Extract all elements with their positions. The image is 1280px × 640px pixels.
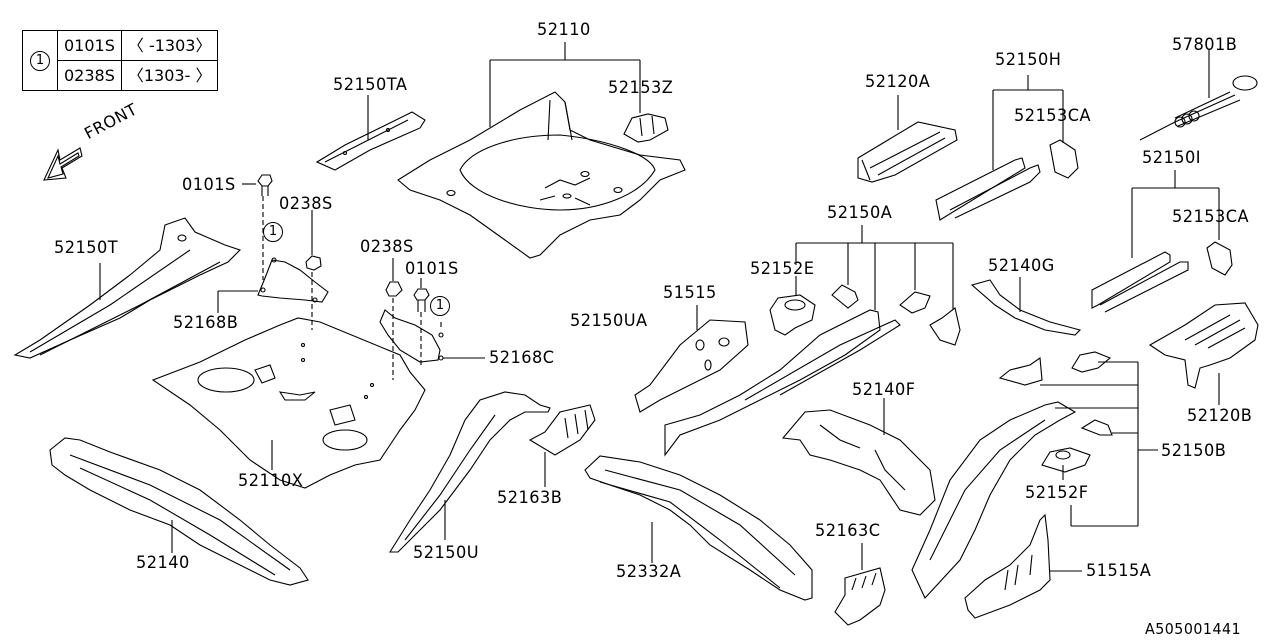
legend-part: 0101S	[57, 30, 122, 61]
part-label[interactable]: 52150H	[995, 50, 1062, 70]
part-label[interactable]: 52163C	[815, 521, 881, 541]
part-label[interactable]: 51515A	[1086, 561, 1152, 581]
part-label[interactable]: 52332A	[616, 562, 682, 582]
part-0238S-nut-right	[385, 258, 403, 380]
callout-1-icon: 1	[30, 50, 50, 71]
part-52150B-assembly	[911, 351, 1158, 599]
legend-callout-cell: 1	[22, 30, 58, 91]
part-0101S-bolt-right	[413, 278, 430, 365]
part-52150T-rail	[13, 217, 242, 359]
part-label[interactable]: 0101S	[182, 175, 236, 195]
part-label[interactable]: 52110X	[238, 471, 304, 491]
part-52120A-panel	[857, 95, 958, 183]
part-52163B-bracket	[528, 404, 596, 487]
part-51515-panel	[634, 305, 749, 413]
part-52140G-strip	[970, 277, 1082, 336]
front-arrow-icon	[43, 147, 83, 181]
part-52110X-floor-panel	[151, 317, 426, 489]
part-label[interactable]: 52140F	[852, 380, 916, 400]
part-51515A-panel	[964, 513, 1082, 619]
part-label[interactable]: 52150UA	[570, 311, 648, 331]
part-label[interactable]: 52152E	[750, 259, 815, 279]
part-52140-crossmember	[49, 437, 309, 586]
legend-range: 〈1303- 〉	[120, 60, 219, 91]
part-label[interactable]: 52153CA	[1014, 106, 1092, 126]
legend-range: 〈 -1303〉	[120, 30, 219, 61]
part-label[interactable]: 0238S	[360, 237, 414, 257]
part-52150A-assembly	[664, 225, 961, 457]
part-label[interactable]: 52168B	[173, 313, 239, 333]
part-52140F-member	[781, 398, 936, 516]
part-52153Z-bracket	[623, 113, 669, 143]
part-label[interactable]: 52110	[537, 20, 591, 40]
part-57801B-tool	[1139, 50, 1258, 141]
part-label[interactable]: 52140G	[988, 256, 1055, 276]
part-0101S-bolt-left	[242, 174, 273, 280]
part-label[interactable]: 52140	[136, 553, 190, 573]
legend-row: 0238S 〈1303- 〉	[23, 60, 219, 91]
part-52110-spare-tire-pan	[397, 42, 686, 259]
part-52168B-bracket	[217, 257, 329, 313]
part-label[interactable]: 52152F	[1025, 483, 1089, 503]
part-label[interactable]: 52150I	[1142, 148, 1201, 168]
part-label[interactable]: 52168C	[489, 348, 555, 368]
part-52163C-bracket	[834, 543, 886, 626]
part-label[interactable]: 0238S	[279, 194, 333, 214]
part-52168C-bracket	[379, 309, 485, 363]
part-label[interactable]: 52150A	[827, 203, 893, 223]
part-52150I-channel	[1091, 170, 1233, 313]
part-label[interactable]: 52150U	[413, 543, 480, 563]
part-52150U-rail	[389, 391, 551, 553]
part-label[interactable]: 52153CA	[1172, 207, 1250, 227]
part-52150TA-strip	[315, 95, 426, 171]
part-label[interactable]: 52120A	[865, 72, 931, 92]
reference-code: A505001441	[1145, 620, 1242, 638]
part-label[interactable]: 52153Z	[608, 78, 674, 98]
part-label[interactable]: 57801B	[1172, 35, 1238, 55]
part-52150H-channel	[935, 75, 1079, 221]
part-label[interactable]: 52163B	[497, 488, 563, 508]
part-label[interactable]: 51515	[663, 283, 717, 303]
part-52332A-member	[584, 455, 813, 601]
part-label[interactable]: 0101S	[405, 259, 459, 279]
part-0238S-nut-left	[305, 210, 322, 330]
legend-table: 1 0101S 〈 -1303〉 0238S 〈1303- 〉	[22, 30, 219, 91]
part-label[interactable]: 52150T	[54, 238, 119, 258]
legend-row: 1 0101S 〈 -1303〉	[22, 30, 219, 91]
callout-circle: 1	[430, 296, 450, 316]
part-52120B-panel	[1148, 302, 1259, 405]
callout-circle: 1	[263, 222, 283, 242]
part-label[interactable]: 52150B	[1161, 441, 1227, 461]
legend-part: 0238S	[57, 60, 122, 91]
part-label[interactable]: 52150TA	[333, 75, 408, 95]
part-label[interactable]: 52120B	[1187, 406, 1253, 426]
